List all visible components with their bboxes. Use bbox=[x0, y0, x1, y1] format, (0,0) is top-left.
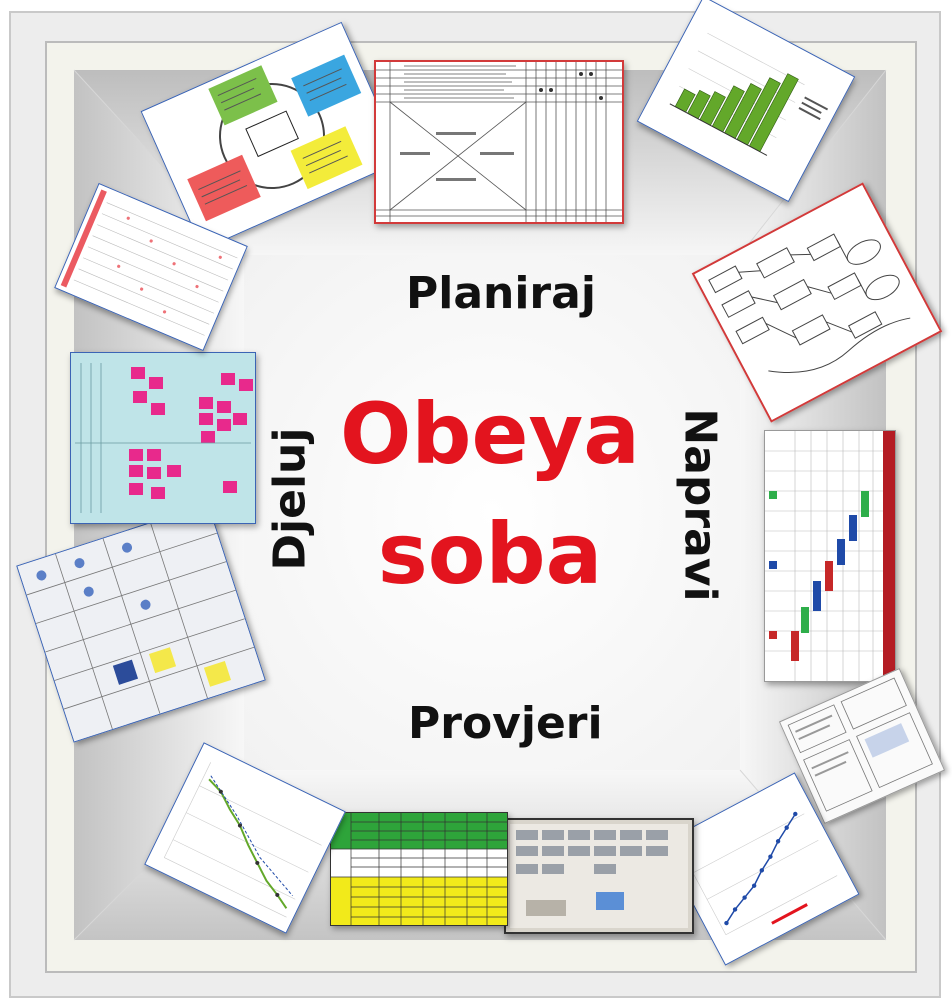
sticky-note-board-thumbnail bbox=[71, 353, 255, 523]
data-sheet-thumbnail bbox=[780, 669, 944, 823]
matrix-chart-card bbox=[374, 60, 624, 224]
whiteboard-notes-card bbox=[16, 503, 266, 743]
line-chart-thumbnail bbox=[145, 743, 345, 933]
data-sheet-card bbox=[778, 667, 946, 825]
matrix-thumbnail bbox=[376, 62, 622, 222]
gantt-thumbnail bbox=[765, 431, 895, 681]
label-djeluj: Djeluj bbox=[264, 427, 316, 571]
cycle-diagram-thumbnail bbox=[141, 23, 403, 249]
label-provjeri: Provjeri bbox=[408, 698, 603, 749]
color-table-thumbnail bbox=[331, 813, 507, 925]
title-line-2: soba bbox=[377, 505, 603, 603]
color-table-card bbox=[330, 812, 508, 926]
label-planiraj: Planiraj bbox=[406, 268, 596, 319]
bar-chart-thumbnail bbox=[638, 0, 854, 201]
bar-chart-card bbox=[636, 0, 856, 203]
line-chart-card bbox=[144, 742, 346, 934]
flowchart-card bbox=[691, 182, 943, 423]
sticky-note-board-card bbox=[70, 352, 256, 524]
flowchart-thumbnail bbox=[694, 185, 940, 420]
whiteboard-notes-thumbnail bbox=[17, 504, 265, 742]
label-napravi: Napravi bbox=[674, 408, 726, 602]
board-photo-card bbox=[504, 818, 694, 934]
gantt-chart-card bbox=[764, 430, 896, 682]
cycle-diagram-card bbox=[140, 21, 404, 251]
board-photo-thumbnail bbox=[506, 820, 692, 932]
scatter-chart-thumbnail bbox=[661, 773, 859, 965]
checklist-thumbnail bbox=[55, 184, 247, 350]
scatter-chart-card bbox=[660, 772, 860, 966]
title-line-1: Obeya bbox=[340, 385, 640, 483]
checklist-card bbox=[54, 182, 248, 352]
